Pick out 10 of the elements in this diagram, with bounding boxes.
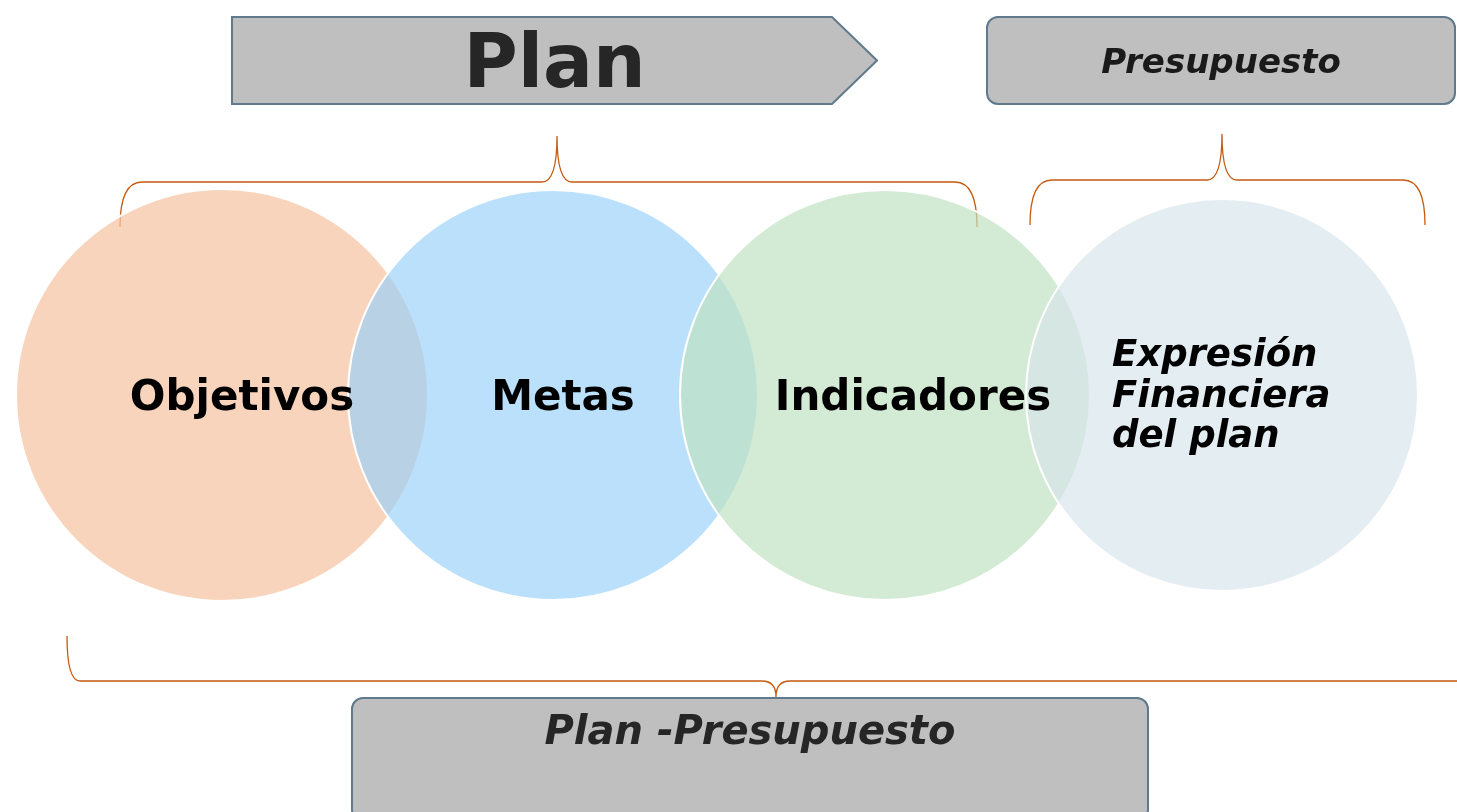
circle-label: Indicadores [774,370,1052,420]
heading-text: Presupuesto [1101,40,1341,81]
circle-label: Objetivos [129,370,355,420]
result-box [351,697,1149,812]
circle-label: Metas [491,370,635,420]
heading-box [986,16,1456,105]
heading-text: Plan -Presupuesto [544,706,956,753]
heading-text: Plan [463,17,646,104]
arrow-banner [231,16,878,105]
circle-label: Expresión Financiera del plan [1112,333,1332,457]
